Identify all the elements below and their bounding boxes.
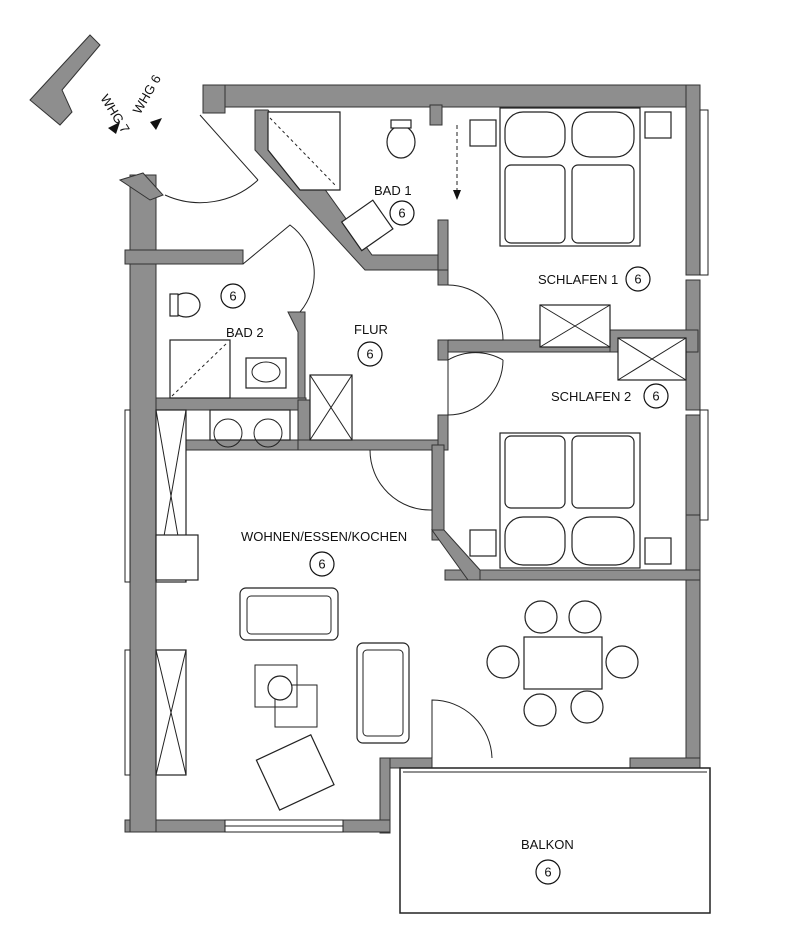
balcony — [399, 767, 711, 914]
room-badge-flur — [357, 341, 383, 367]
room-badge-schlafen1 — [625, 266, 651, 292]
whg7-arrow-icon — [108, 122, 120, 134]
room-badge-wohnen — [309, 551, 335, 577]
room-number-schlafen1: 6 — [634, 272, 641, 287]
room-labels: BAD 1 6 6 BAD 2 FLUR 6 SCHLAFEN 1 6 SCHL… — [220, 183, 669, 885]
room-label-balkon: BALKON — [521, 837, 574, 852]
plant-icon — [267, 675, 293, 701]
interior-doors — [242, 125, 504, 759]
room-number-bad1: 6 — [398, 206, 405, 221]
nightstand-icon — [644, 111, 672, 139]
room-label-flur: FLUR — [354, 322, 388, 337]
cupboards — [155, 304, 687, 776]
room-number-bad2: 6 — [229, 289, 236, 304]
bad1-toilet-icon — [386, 125, 416, 159]
nightstand-icon — [644, 537, 672, 565]
living-furniture — [239, 587, 639, 811]
room-number-schlafen2: 6 — [652, 389, 659, 404]
armchair-icon — [255, 734, 335, 811]
bathroom-fixtures — [169, 111, 416, 448]
room-label-schlafen1: SCHLAFEN 1 — [538, 272, 618, 287]
room-label-schlafen2: SCHLAFEN 2 — [551, 389, 631, 404]
nightstand-icon — [469, 119, 497, 147]
room-badge-balkon — [535, 859, 561, 885]
sofa-icon — [356, 642, 410, 744]
room-number-flur: 6 — [366, 347, 373, 362]
entrance-doors — [108, 114, 259, 204]
bad1-sink-icon — [340, 199, 394, 252]
room-badge-bad1 — [389, 200, 415, 226]
beds — [469, 107, 672, 569]
room-label-bad2: BAD 2 — [226, 325, 264, 340]
whg6-arrow-icon — [150, 118, 162, 130]
nightstand-icon — [469, 529, 497, 557]
room-label-bad1: BAD 1 — [374, 183, 412, 198]
dining-table-icon — [523, 636, 603, 690]
walls — [29, 34, 701, 834]
whg6-label: WHG 6 — [130, 72, 164, 116]
room-label-wohnen: WOHNEN/ESSEN/KOCHEN — [241, 529, 407, 544]
room-badge-schlafen2 — [643, 383, 669, 409]
room-number-wohnen: 6 — [318, 557, 325, 572]
room-badge-bad2 — [220, 283, 246, 309]
windows — [124, 109, 709, 833]
bad2-sink-icon — [245, 357, 287, 389]
sofa-icon — [239, 587, 339, 641]
room-number-balkon: 6 — [544, 865, 551, 880]
